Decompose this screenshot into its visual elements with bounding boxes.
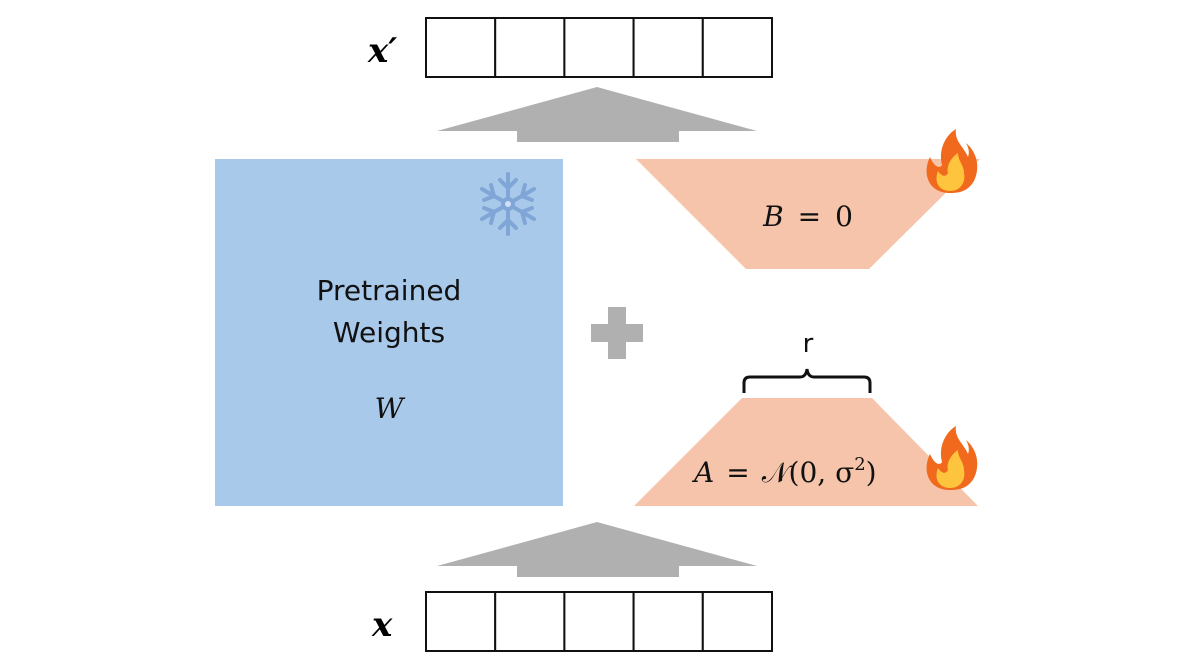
pretrained-weights-block xyxy=(215,159,563,506)
rank-label: r xyxy=(803,329,814,359)
output-vector-cell xyxy=(563,17,635,78)
pretrained-label-line2: Weights xyxy=(333,316,445,349)
snowflake-icon xyxy=(480,172,536,236)
matrix-a-formula: A=𝒩(0, σ2) xyxy=(691,454,877,489)
output-vector-cell xyxy=(632,17,704,78)
matrix-a-block xyxy=(634,398,978,506)
input-arrow xyxy=(437,522,757,577)
output-arrow xyxy=(437,87,757,142)
input-vector-cell xyxy=(425,591,497,652)
output-vector-cell xyxy=(425,17,497,78)
input-vector xyxy=(425,591,773,652)
pretrained-label-line1: Pretrained xyxy=(317,274,462,307)
fire-icon xyxy=(926,129,978,193)
plus-icon xyxy=(591,307,643,359)
output-vector-cell xyxy=(494,17,566,78)
input-vector-cell xyxy=(494,591,566,652)
fire-icon xyxy=(926,426,978,490)
output-vector-label: x′ xyxy=(367,31,397,71)
output-vector-cell xyxy=(701,17,773,78)
pretrained-symbol: W xyxy=(375,392,406,425)
input-vector-cell xyxy=(632,591,704,652)
input-vector-cell xyxy=(563,591,635,652)
input-vector-cell xyxy=(701,591,773,652)
output-vector xyxy=(425,17,773,78)
matrix-b-block xyxy=(636,159,980,269)
rank-brace xyxy=(742,368,872,393)
input-vector-label: x xyxy=(371,605,393,645)
matrix-b-formula: B=0 xyxy=(762,200,853,233)
